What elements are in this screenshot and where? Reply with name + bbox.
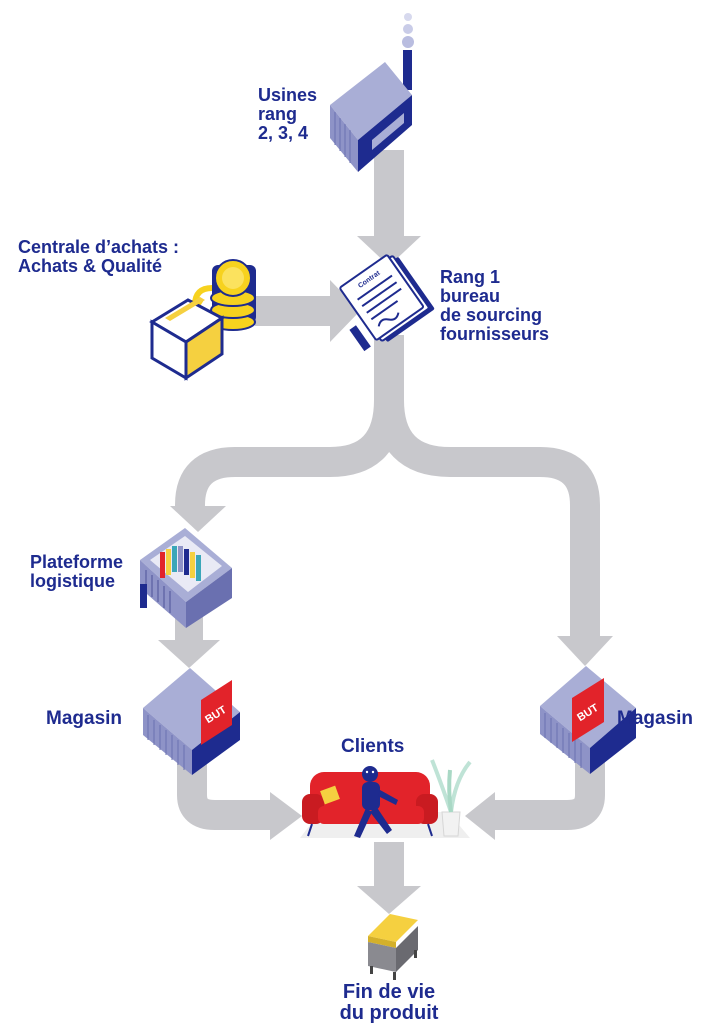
label-tier1-line2: bureau xyxy=(440,285,501,306)
label-platform-line2: logistique xyxy=(30,570,115,591)
dumpster-icon xyxy=(368,914,418,980)
arrow-purchasing-to-sourcing xyxy=(255,280,360,342)
label-tier1-line3: de sourcing xyxy=(440,304,543,325)
label-tier1: Rang 1 bureau de sourcing fournisseurs xyxy=(440,268,549,344)
parcel-box xyxy=(149,297,225,381)
arrow-head-to-platform xyxy=(170,506,226,532)
label-purchasing: Centrale d’achats : Achats & Qualité xyxy=(18,238,179,276)
label-factories-line3: 2, 3, 4 xyxy=(258,122,309,143)
flow-arrows xyxy=(158,150,613,914)
arrow-store-right-to-clients xyxy=(465,740,605,840)
label-factories: Usines rang 2, 3, 4 xyxy=(258,86,317,143)
sofa-person-icon xyxy=(300,759,472,838)
arrow-factory-to-sourcing xyxy=(357,150,421,266)
warehouse-racks xyxy=(160,546,201,581)
label-clients: Clients xyxy=(341,736,405,757)
arrow-store-left-to-clients xyxy=(177,740,302,840)
label-end-of-life-line1: Fin de vie xyxy=(342,981,436,1003)
store-icon: BUT xyxy=(540,666,636,774)
label-platform-line1: Plateforme xyxy=(30,552,124,572)
label-tier1-line4: fournisseurs xyxy=(440,323,550,344)
label-end-of-life-line2: du produit xyxy=(339,1002,439,1024)
label-platform: Plateforme logistique xyxy=(30,553,123,591)
label-tier1-line1: Rang 1 xyxy=(440,267,501,287)
label-end-of-life: Fin de vie du produit xyxy=(312,982,466,1024)
arrow-head-to-store-right xyxy=(557,636,613,666)
factory-icon xyxy=(330,13,414,172)
label-factories-line2: rang xyxy=(258,103,298,124)
coins-box-icon xyxy=(149,259,256,381)
label-purchasing-line1: Centrale d’achats : xyxy=(18,237,180,257)
label-store-right: Magasin xyxy=(617,708,694,729)
contract-icon: Contrat xyxy=(339,254,435,352)
plant xyxy=(430,759,472,837)
label-purchasing-line2: Achats & Qualité xyxy=(18,255,163,276)
store-icon: BUT xyxy=(143,668,240,775)
label-store-left: Magasin xyxy=(46,708,123,729)
warehouse-icon xyxy=(140,528,232,628)
arrow-clients-to-end-of-life xyxy=(357,842,421,914)
coin-stack xyxy=(210,259,256,331)
person xyxy=(354,766,398,838)
arrow-sourcing-split xyxy=(175,335,600,640)
cushion xyxy=(320,785,340,805)
label-factories-line1: Usines xyxy=(258,85,318,105)
